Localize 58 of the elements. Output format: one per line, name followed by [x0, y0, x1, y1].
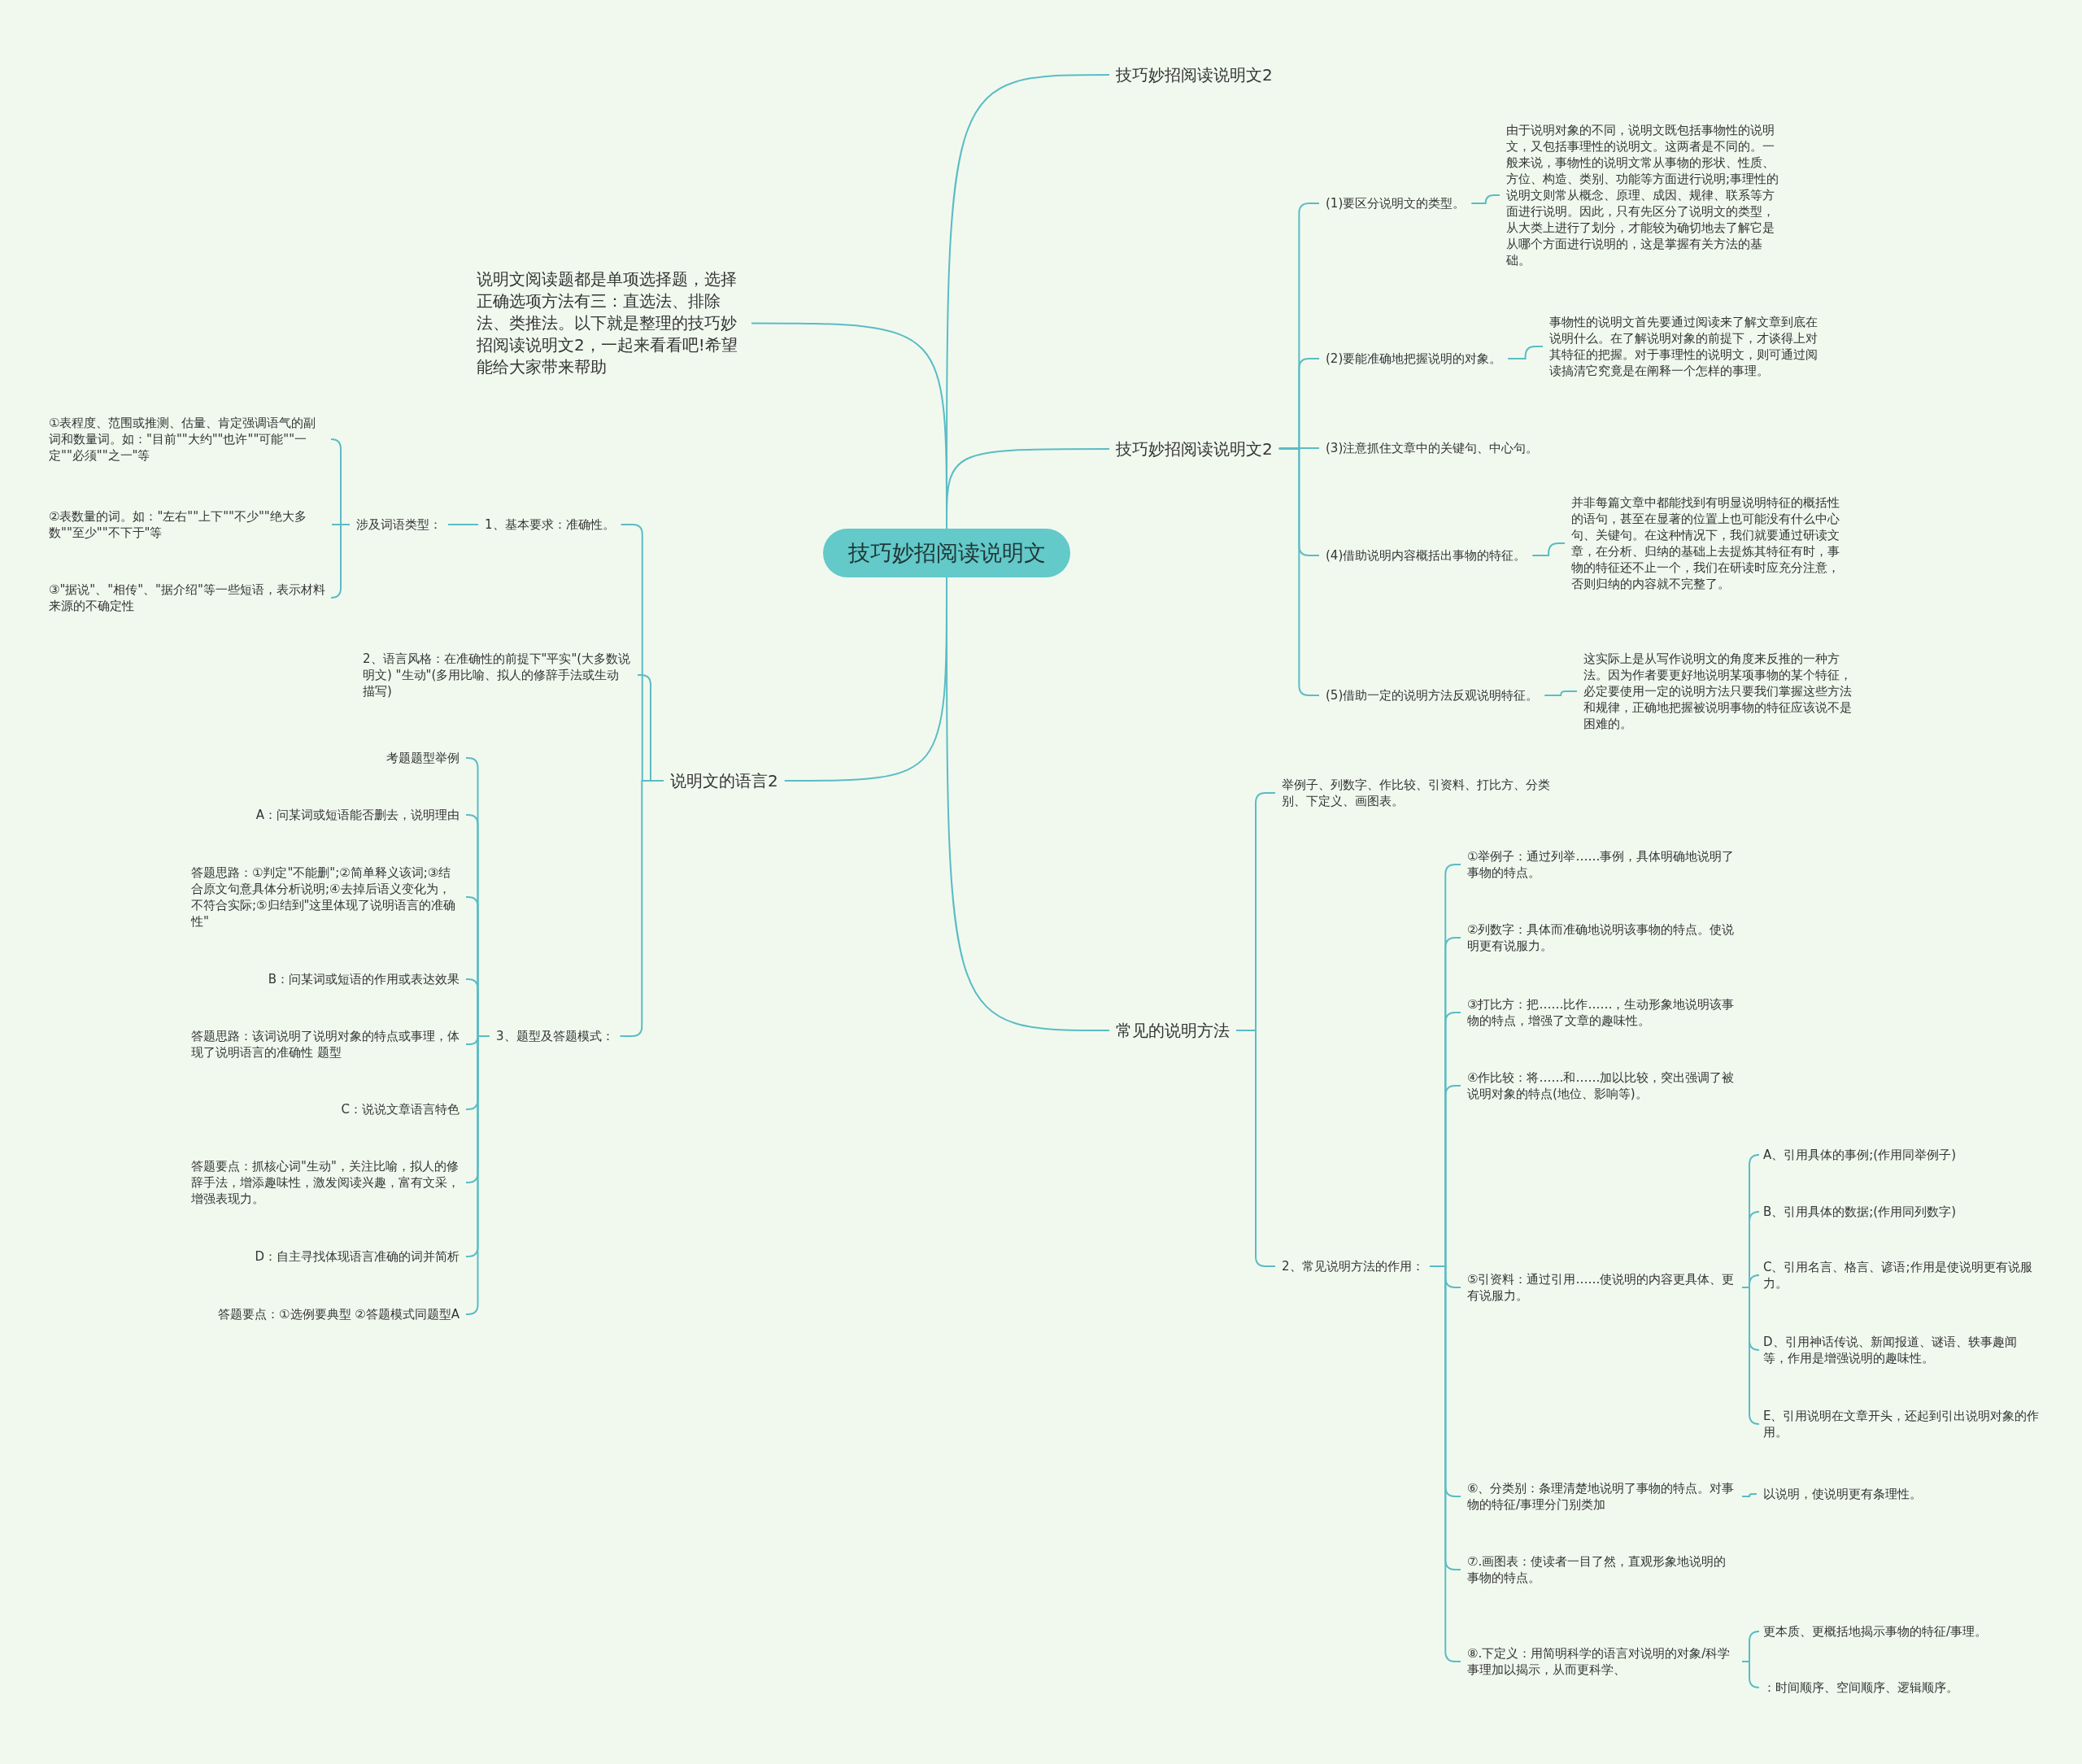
- connector-line: [1741, 1493, 1758, 1497]
- subtopic-text: ①举例子：通过列举……事例，具体明确地说明了事物的特点。: [1467, 848, 1736, 881]
- connector-line: [1278, 447, 1320, 449]
- subtopic-text: (3)注意抓住文章中的关键句、中心句。: [1326, 440, 1539, 456]
- branch-topic: 常见的说明方法: [1116, 1019, 1230, 1042]
- connector-line: [447, 524, 479, 525]
- subtopic-text: 2、语言风格：在准确性的前提下"平实"(大多数说明文) "生动"(多用比喻、拟人的修辞手法或生动描写): [363, 651, 631, 699]
- subtopic-text: 答题思路：该词说明了说明对象的特点或事理，体现了说明语言的准确性 题型: [191, 1028, 460, 1061]
- subtopic-text: D：自主寻找体现语言准确的词并简析: [255, 1248, 460, 1265]
- subtopic-text: 这实际上是从写作说明文的角度来反推的一种方法。因为作者要更好地说明某项事物的某个特征，必定要使用一定的说明方法只要我们掌握这些方法和规律，正确地把握被说明事物的特征应该说不是困难的。: [1583, 651, 1860, 732]
- branch-topic: 说明文的语言2: [670, 769, 778, 792]
- subtopic-text: ⑧.下定义：用简明科学的语言对说明的对象/科学事理加以揭示，从而更科学、: [1467, 1645, 1736, 1678]
- connector-line: [1470, 194, 1501, 204]
- subtopic-text: (5)借助一定的说明方法反观说明特征。: [1326, 687, 1539, 703]
- connector-line: [1544, 690, 1578, 696]
- subtopic-text: C：说说文章语言特色: [341, 1101, 460, 1117]
- subtopic-text: 答题思路：①判定"不能删";②简单释义该词;③结合原文句意具体分析说明;④去掉后语义变化为，不符合实际;⑤归结到"这里体现了说明语言的准确性": [191, 865, 460, 930]
- subtopic-text: A、引用具体的事例;(作用同举例子): [1763, 1147, 1957, 1163]
- subtopic-text: ⑥、分类别：条理清楚地说明了事物的特点。对事物的特征/事理分门别类加: [1467, 1480, 1736, 1513]
- intro-text: 说明文阅读题都是单项选择题，选择正确选项方法有三：直选法、排除法、类推法。以下就是整理的技巧妙招阅读说明文2，一起来看看吧!希望能给大家带来帮助: [477, 268, 745, 378]
- subtopic-text: 更本质、更概括地揭示事物的特征/事理。: [1763, 1623, 1988, 1640]
- subtopic-text: ④作比较：将……和……加以比较，突出强调了被说明对象的特点(地位、影响等)。: [1467, 1069, 1736, 1102]
- subtopic-text: ②列数字：具体而准确地说明该事物的特点。使说明更有说服力。: [1467, 921, 1736, 954]
- subtopic-text: ⑤引资料：通过引用……使说明的内容更具体、更有说服力。: [1467, 1271, 1736, 1304]
- subtopic-text: A：问某词或短语能否删去，说明理由: [255, 807, 460, 823]
- subtopic-text: 3、题型及答题模式：: [496, 1028, 614, 1044]
- subtopic-text: 并非每篇文章中都能找到有明显说明特征的概括性的语句，甚至在显著的位置上也可能没有什么中心句、关键句。在这种情况下，我们就要通过研读文章，在分析、归纳的基础上去提炼其特征有时，事物的特征还不止一个，我们在研读时应充分注意，否则归纳的内容就不完整了。: [1571, 494, 1848, 592]
- subtopic-text: D、引用神话传说、新闻报道、谜语、轶事趣闻等，作用是增强说明的趣味性。: [1763, 1334, 2040, 1366]
- subtopic-text: ①表程度、范围或推测、估量、肯定强调语气的副词和数量词。如："目前""大约""也许""可能""一定""必须""之一"等: [49, 415, 325, 464]
- subtopic-text: 由于说明对象的不同，说明文既包括事物性的说明文，又包括事理性的说明文。这两者是不同的。一般来说，事物性的说明文常从事物的形状、性质、方位、构造、类别、功能等方面进行说明;事理性的说明文则常从概念、原理、成因、规律、联系等方面进行说明。因此，只有先区分了说明文的类型，从大类上进行了划分，才能较为确切地去了解它是从哪个方面进行说明的，这是掌握有关方法的基础。: [1506, 122, 1783, 268]
- subtopic-text: 事物性的说明文首先要通过阅读来了解文章到底在说明什么。在了解说明对象的前提下，才谈得上对其特征的把握。对于事理性的说明文，则可通过阅读搞清它究竟是在阐释一个怎样的事理。: [1549, 314, 1826, 379]
- connector-line: [1741, 1287, 1760, 1425]
- subtopic-text: 以说明，使说明更有条理性。: [1763, 1486, 1922, 1502]
- subtopic-text: C、引用名言、格言、谚语;作用是使说明更有说服力。: [1763, 1259, 2040, 1291]
- subtopic-text: (1)要区分说明文的类型。: [1326, 195, 1466, 211]
- subtopic-text: ：时间顺序、空间顺序、逻辑顺序。: [1763, 1679, 1958, 1696]
- subtopic-text: 2、常见说明方法的作用：: [1282, 1258, 1424, 1274]
- subtopic-text: 答题要点：抓核心词"生动"，关注比喻，拟人的修辞手法，增添趣味性，激发阅读兴趣，富有文采，增强表现力。: [191, 1158, 460, 1207]
- subtopic-text: 答题要点：①选例要典型 ②答题模式同题型A: [218, 1306, 460, 1322]
- branch-topic: 技巧妙招阅读说明文2: [1116, 438, 1273, 460]
- subtopic-text: (4)借助说明内容概括出事物的特征。: [1326, 547, 1527, 564]
- subtopic-text: B、引用具体的数据;(作用同列数字): [1763, 1204, 1957, 1220]
- subtopic-text: B：问某词或短语的作用或表达效果: [268, 971, 460, 987]
- subtopic-text: ③打比方：把……比作……，生动形象地说明该事物的特点，增强了文章的趣味性。: [1467, 996, 1736, 1029]
- connector-line: [1531, 542, 1566, 556]
- subtopic-text: 考题题型举例: [386, 750, 460, 766]
- connector-line: [1507, 346, 1544, 359]
- subtopic-text: ③"据说"、"相传"、"据介绍"等一些短语，表示材料来源的不确定性: [49, 581, 325, 614]
- subtopic-text: 举例子、列数字、作比较、引资料、打比方、分类别、下定义、画图表。: [1282, 777, 1550, 809]
- subtopic-text: (2)要能准确地把握说明的对象。: [1326, 351, 1502, 367]
- subtopic-text: 1、基本要求：准确性。: [485, 516, 615, 533]
- connector-line: [1741, 1661, 1760, 1688]
- subtopic-text: ②表数量的词。如："左右""上下""不少""绝大多数""至少""不下于"等: [49, 508, 325, 541]
- subtopic-text: 涉及词语类型：: [356, 516, 442, 533]
- central-topic: 技巧妙招阅读说明文: [823, 529, 1070, 577]
- subtopic-text: E、引用说明在文章开头，还起到引出说明对象的作用。: [1763, 1408, 2040, 1440]
- branch-topic: 技巧妙招阅读说明文2: [1116, 63, 1273, 86]
- subtopic-text: ⑦.画图表：使读者一目了然，直观形象地说明的事物的特点。: [1467, 1553, 1736, 1586]
